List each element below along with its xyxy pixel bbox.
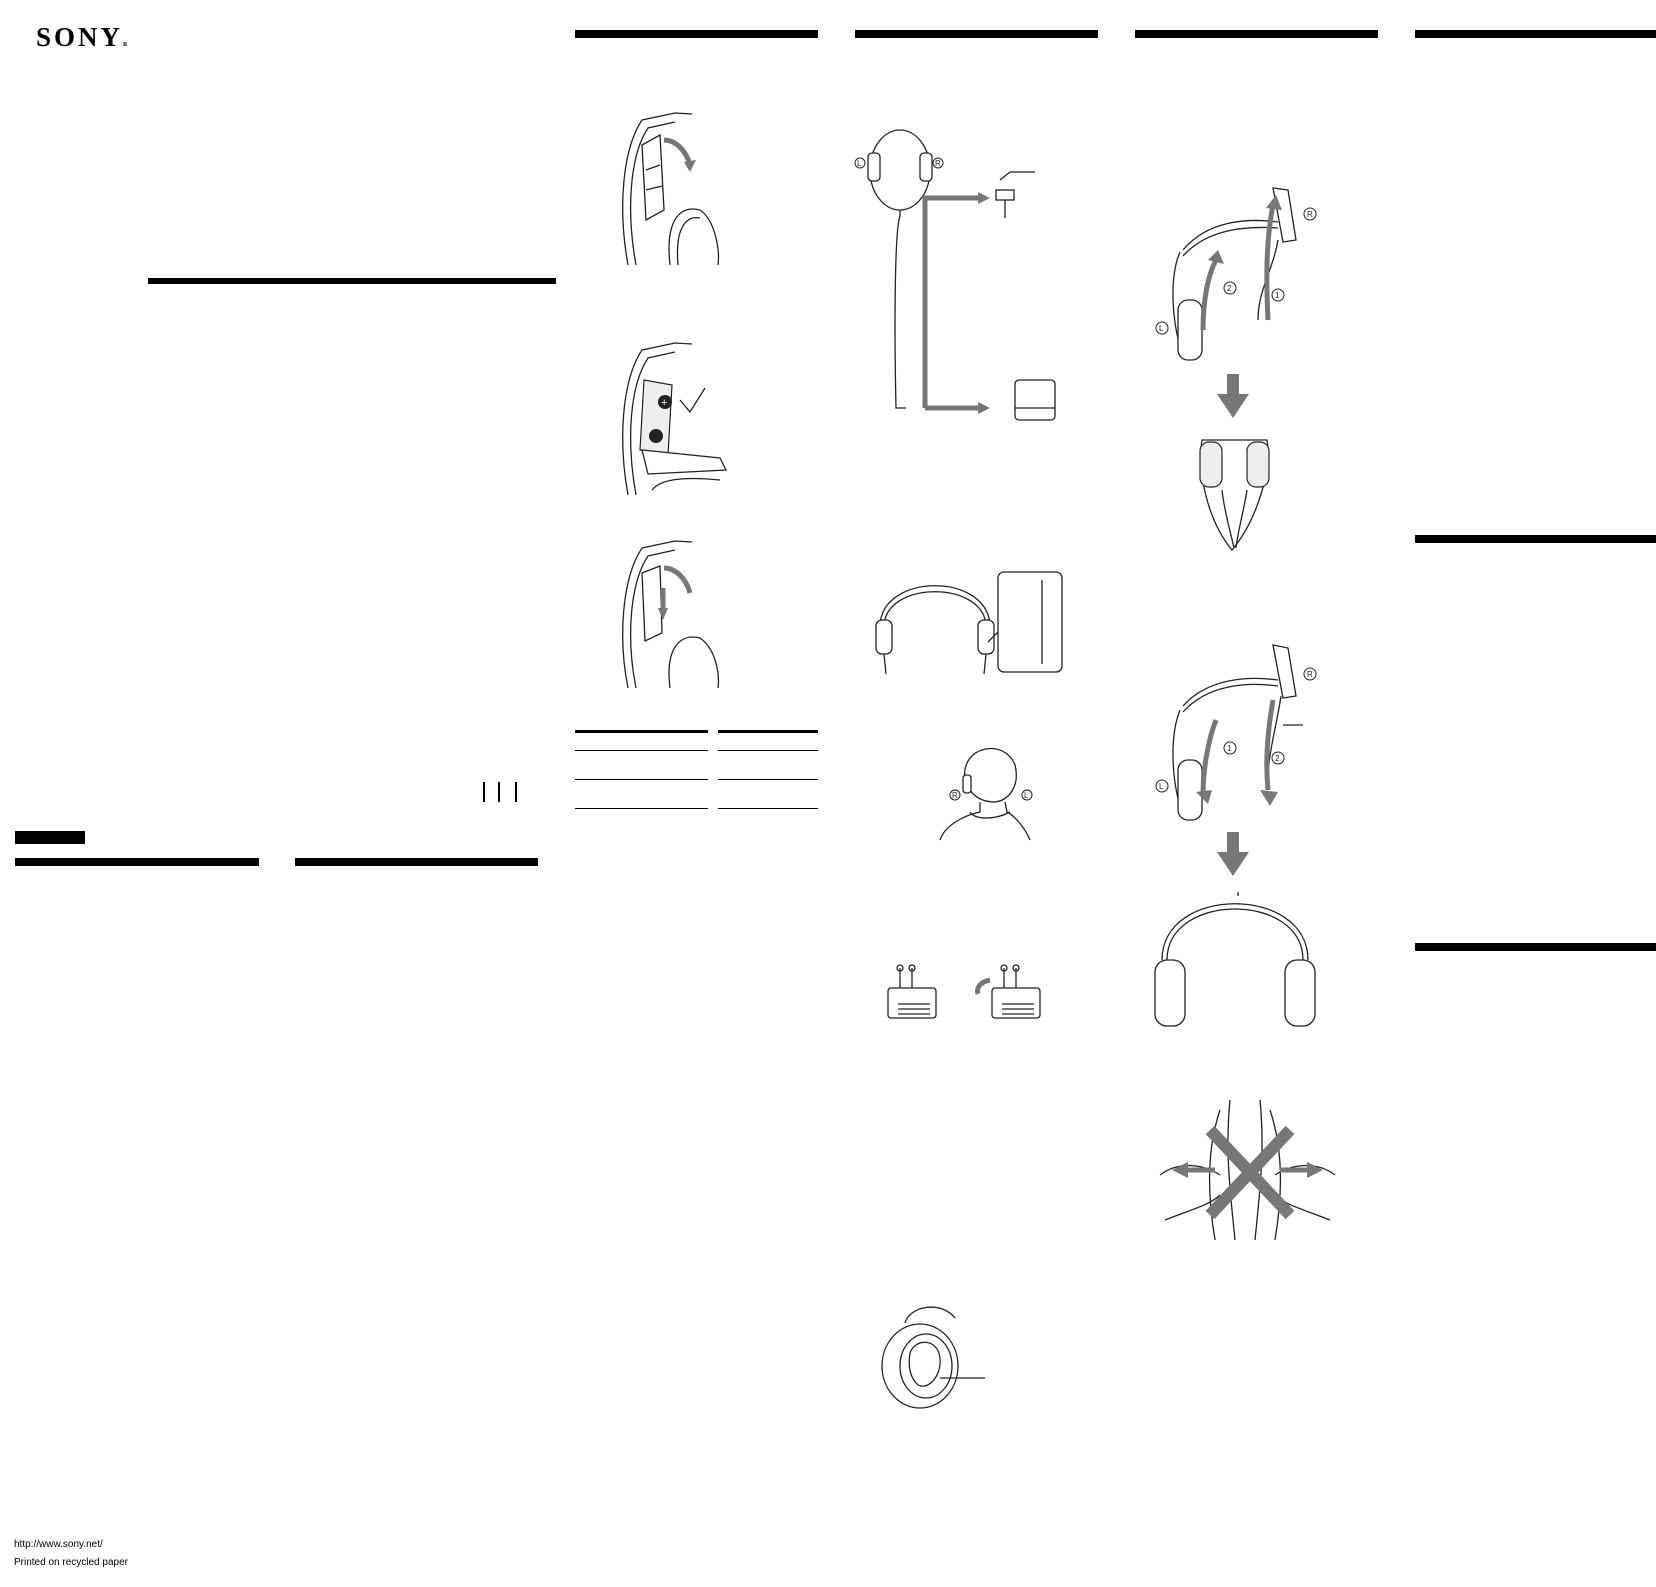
section-rule-1a bbox=[15, 858, 259, 866]
svg-text:L: L bbox=[1159, 782, 1164, 791]
unfold-headphones-figure: 1 2 R L bbox=[1155, 644, 1317, 821]
svg-text:R: R bbox=[935, 159, 941, 168]
section-rule-2 bbox=[575, 30, 818, 38]
battery-cover-close-figure bbox=[622, 540, 720, 689]
unfolded-headphones-figure bbox=[1154, 892, 1316, 1027]
section-rule-5c bbox=[1415, 943, 1656, 951]
do-not-pull-figure bbox=[1159, 1099, 1336, 1241]
footer-recycled-note: Printed on recycled paper bbox=[14, 1557, 128, 1568]
earpad-figure bbox=[881, 1306, 985, 1409]
cross-mark-icon bbox=[1205, 1125, 1295, 1220]
svg-text:1: 1 bbox=[1227, 744, 1232, 753]
footer-url: http://www.sony.net/ bbox=[14, 1539, 103, 1550]
section-rule-5b bbox=[1415, 535, 1656, 543]
svg-text:+: + bbox=[661, 397, 667, 409]
svg-text:R: R bbox=[1307, 670, 1313, 679]
svg-text:1: 1 bbox=[1275, 291, 1280, 300]
fold-headphones-figure: 2 1 R L bbox=[1155, 187, 1317, 361]
brand-name: SONY bbox=[36, 22, 124, 52]
svg-text:2: 2 bbox=[1227, 284, 1232, 293]
down-arrow-icon bbox=[1217, 374, 1249, 418]
language-tab bbox=[15, 831, 85, 844]
section-rule-5 bbox=[1415, 30, 1656, 38]
spec-table bbox=[575, 730, 818, 810]
title-rule bbox=[148, 278, 556, 284]
section-rule-3 bbox=[855, 30, 1098, 38]
battery-minus-icon bbox=[649, 429, 663, 443]
connection-diagram-figure: L R bbox=[854, 129, 1056, 421]
battery-plus-icon bbox=[658, 395, 672, 409]
section-rule-1b bbox=[295, 858, 538, 866]
folded-headphones-figure bbox=[1199, 439, 1270, 552]
registered-mark: R bbox=[123, 42, 128, 48]
plug-adapter-icon bbox=[995, 189, 1015, 201]
svg-text:R: R bbox=[952, 791, 958, 800]
section-rule-4 bbox=[1135, 30, 1378, 38]
brand-logo: SONYR bbox=[36, 22, 127, 53]
down-arrow-icon-2 bbox=[1217, 832, 1249, 876]
battery-cover-open-figure bbox=[622, 112, 720, 266]
svg-text:L: L bbox=[1159, 324, 1164, 333]
svg-text:L: L bbox=[1024, 791, 1029, 800]
plug-adapter-figure bbox=[887, 964, 1041, 1019]
wearing-headphones-figure: R L bbox=[939, 748, 1033, 841]
svg-text:L: L bbox=[857, 159, 862, 168]
svg-text:2: 2 bbox=[1275, 754, 1280, 763]
symbol-bars bbox=[483, 782, 519, 802]
svg-text:R: R bbox=[1307, 210, 1313, 219]
battery-insert-figure[interactable]: + bbox=[620, 340, 750, 500]
headphones-with-label-figure bbox=[875, 571, 1063, 675]
cd-player-icon bbox=[1014, 379, 1056, 421]
